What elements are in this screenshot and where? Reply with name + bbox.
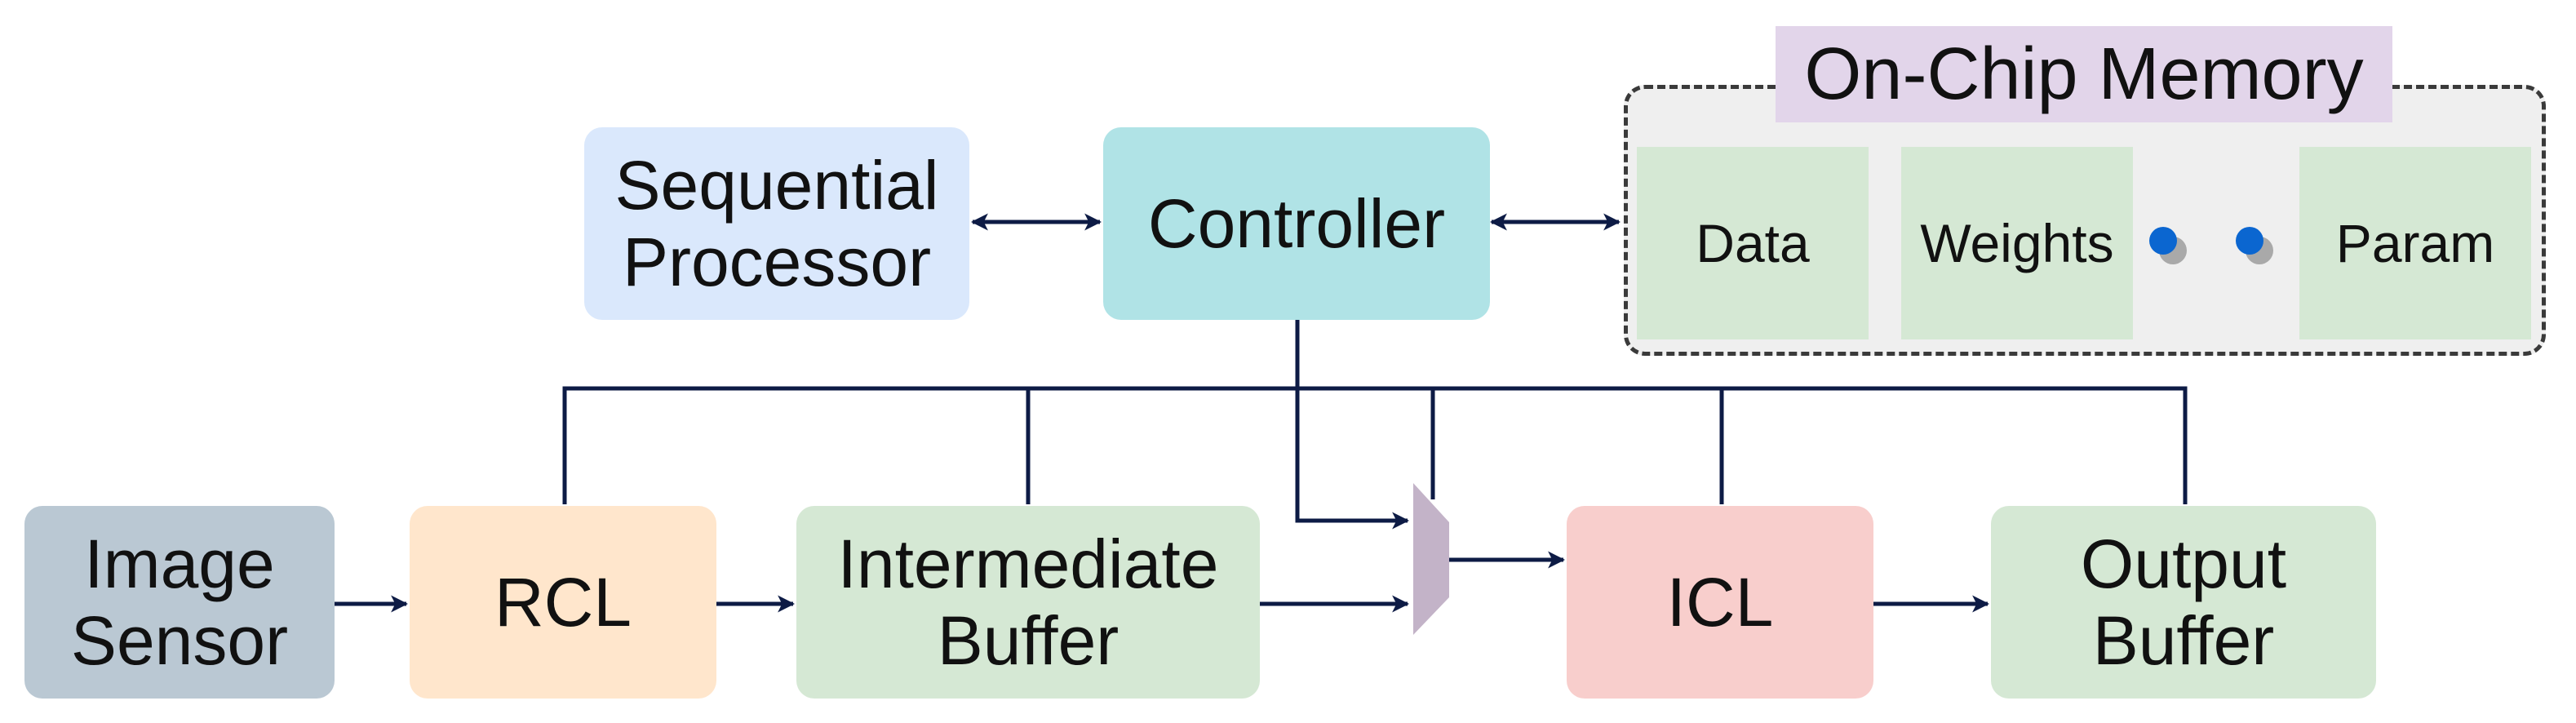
icl-block: ICL: [1567, 506, 1873, 699]
ellipsis-dot: [2236, 227, 2263, 255]
rcl-block: RCL: [410, 506, 716, 699]
controller-block: Controller: [1103, 127, 1490, 320]
ellipsis-dot: [2149, 227, 2177, 255]
image-sensor-block: Image Sensor: [24, 506, 335, 699]
controller-to-mux: [1295, 320, 1410, 530]
memory-cell-param: Param: [2299, 147, 2531, 339]
sequential-processor-block: Sequential Processor: [584, 127, 969, 320]
memory-cell-weights: Weights: [1901, 147, 2133, 339]
memory-cell-data: Data: [1637, 147, 1869, 339]
output-buffer-block: Output Buffer: [1991, 506, 2376, 699]
on-chip-memory-title: On-Chip Memory: [1776, 26, 2392, 122]
multiplexer: [1413, 483, 1449, 635]
control-bus: [562, 386, 2188, 504]
intermediate-buffer-block: Intermediate Buffer: [796, 506, 1260, 699]
